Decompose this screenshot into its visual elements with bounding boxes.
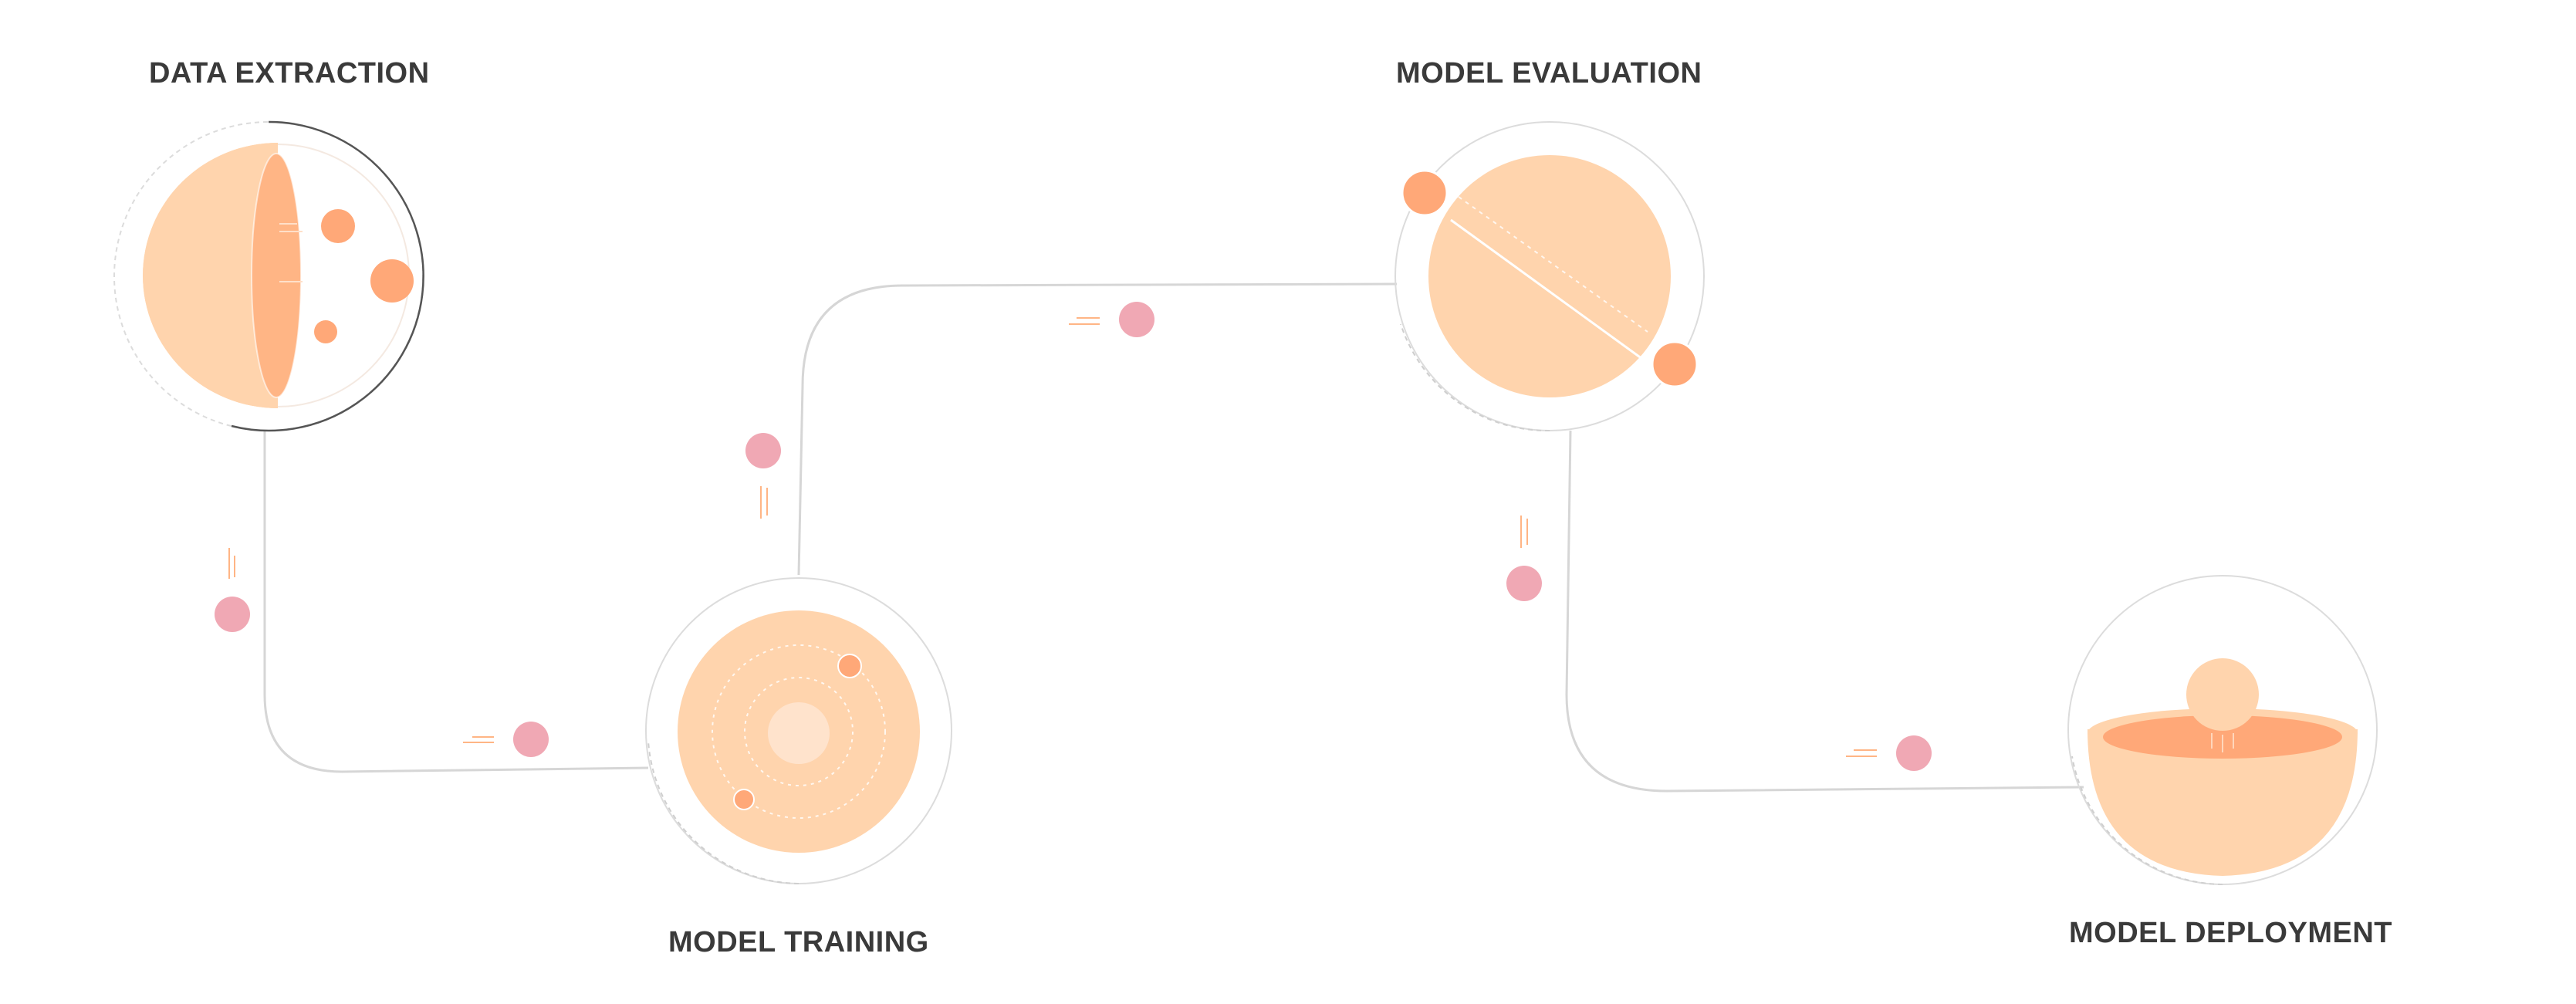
stage-deployment-icon [2067,575,2378,885]
stage-training-icon [645,577,952,884]
flow-dot-3 [745,433,781,519]
stage-extraction-icon [113,120,424,432]
flow-dot-5 [1506,516,1542,601]
stage-label-evaluation: MODEL EVALUATION [1396,57,1702,90]
connector-evaluation-to-deployment [1565,430,2084,793]
stage-label-deployment: MODEL DEPLOYMENT [2069,917,2392,949]
flow-dot-1 [215,548,250,632]
flow-dot-6 [1846,735,1932,771]
flow-dot-4 [1069,302,1154,337]
flow-dot-2 [463,722,549,757]
stage-evaluation-icon [1394,121,1705,432]
flow-dots [215,302,1932,771]
bowl-icon [2088,729,2358,876]
stage-label-training: MODEL TRAINING [668,926,929,958]
connectors [263,282,2084,793]
connector-extraction-to-training [263,431,649,773]
stage-label-extraction: DATA EXTRACTION [149,57,430,90]
connector-training-to-evaluation [797,282,1398,576]
